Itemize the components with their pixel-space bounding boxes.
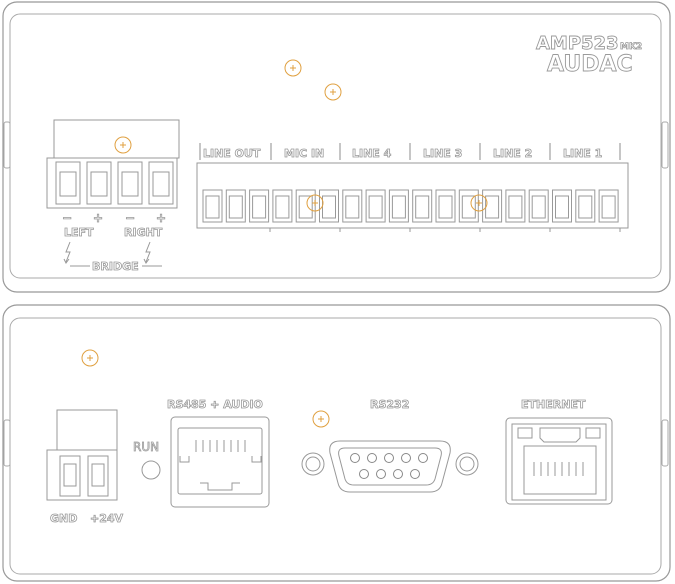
speaker-slot	[148, 161, 174, 205]
bridge-label: BRIDGE	[92, 260, 139, 273]
input-slot	[598, 189, 619, 223]
rear-panel: GND +24V RUN RS485 + AUDIO RS232 ETHERNE…	[2, 304, 671, 582]
db9-pin	[350, 453, 360, 463]
input-slot	[342, 189, 363, 223]
input-slot	[412, 189, 433, 223]
input-slot	[552, 189, 572, 223]
input-slot	[225, 189, 246, 223]
input-slot	[388, 189, 409, 223]
position-marker	[81, 349, 99, 367]
input-slot	[505, 189, 526, 223]
input-label-line-out: LINE OUT	[203, 147, 261, 160]
input-label-line-3: LINE 3	[423, 147, 462, 160]
input-terminal	[196, 143, 629, 232]
input-slot	[202, 189, 223, 223]
run-led	[141, 460, 161, 480]
run-label: RUN	[133, 440, 159, 454]
input-slot	[458, 189, 479, 223]
position-markers	[81, 59, 488, 428]
polarity-minus-right: −	[125, 211, 135, 225]
polarity-plus-left: +	[93, 211, 103, 225]
db9-pin	[359, 469, 369, 479]
input-slot	[272, 189, 293, 223]
rs232-port	[301, 440, 479, 493]
brand-logo: AUDAC	[547, 52, 633, 77]
input-label-mic-in: MIC IN	[284, 147, 324, 160]
speaker-slot	[117, 161, 143, 205]
bridge-arrows	[63, 241, 162, 267]
position-marker	[470, 194, 488, 212]
input-slot	[365, 189, 386, 223]
gnd-label: GND	[50, 512, 77, 525]
rs485-label: RS485 + AUDIO	[167, 398, 263, 411]
v24-label: +24V	[90, 512, 124, 525]
speaker-output-terminal	[46, 119, 180, 209]
position-marker	[114, 136, 132, 154]
input-label-line-4: LINE 4	[352, 147, 392, 160]
db9-pin	[410, 469, 420, 479]
db9-pin	[418, 453, 428, 463]
model-suffix-label: MK2	[620, 42, 642, 52]
power-terminal	[46, 409, 118, 501]
position-marker	[312, 410, 330, 428]
db9-pin	[376, 469, 386, 479]
db9-pin	[393, 469, 403, 479]
input-slot	[319, 189, 339, 223]
position-marker	[324, 83, 342, 101]
db9-pin	[401, 453, 411, 463]
polarity-minus-left: −	[62, 211, 72, 225]
input-label-line-2: LINE 2	[493, 147, 532, 160]
input-slot	[435, 189, 456, 223]
left-output-label: LEFT	[64, 226, 94, 239]
speaker-slot	[86, 161, 112, 205]
rs485-port	[170, 416, 270, 508]
db9-pin	[367, 453, 377, 463]
position-marker	[284, 59, 302, 77]
front-panel: AMP523 MK2 AUDAC − + − + LEFT RIGHT BRID…	[2, 1, 671, 293]
polarity-plus-right: +	[156, 211, 166, 225]
position-marker	[306, 194, 324, 212]
rs232-label: RS232	[370, 398, 409, 411]
right-output-label: RIGHT	[124, 226, 163, 239]
input-slot	[482, 189, 503, 223]
model-label: AMP523	[536, 33, 619, 54]
db9-pin	[384, 453, 394, 463]
ethernet-label: ETHERNET	[521, 398, 586, 411]
input-slot	[575, 189, 596, 223]
input-slot	[249, 189, 270, 223]
input-label-line-1: LINE 1	[563, 147, 602, 160]
speaker-slot	[55, 161, 81, 205]
input-slot	[528, 189, 549, 223]
ethernet-port	[505, 417, 613, 505]
